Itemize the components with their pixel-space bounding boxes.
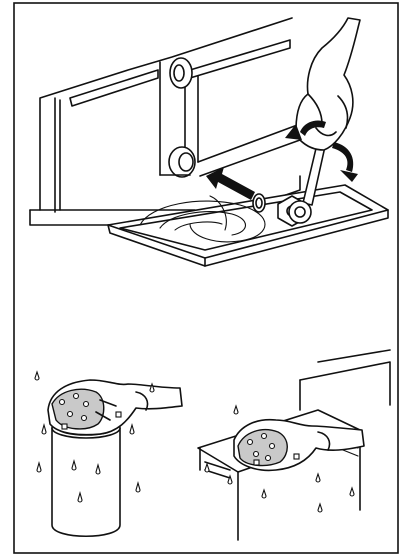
cylinder-filter bbox=[52, 418, 120, 536]
drain-plug bbox=[253, 194, 265, 212]
hand-oiling-cylinder-filter bbox=[48, 380, 182, 435]
